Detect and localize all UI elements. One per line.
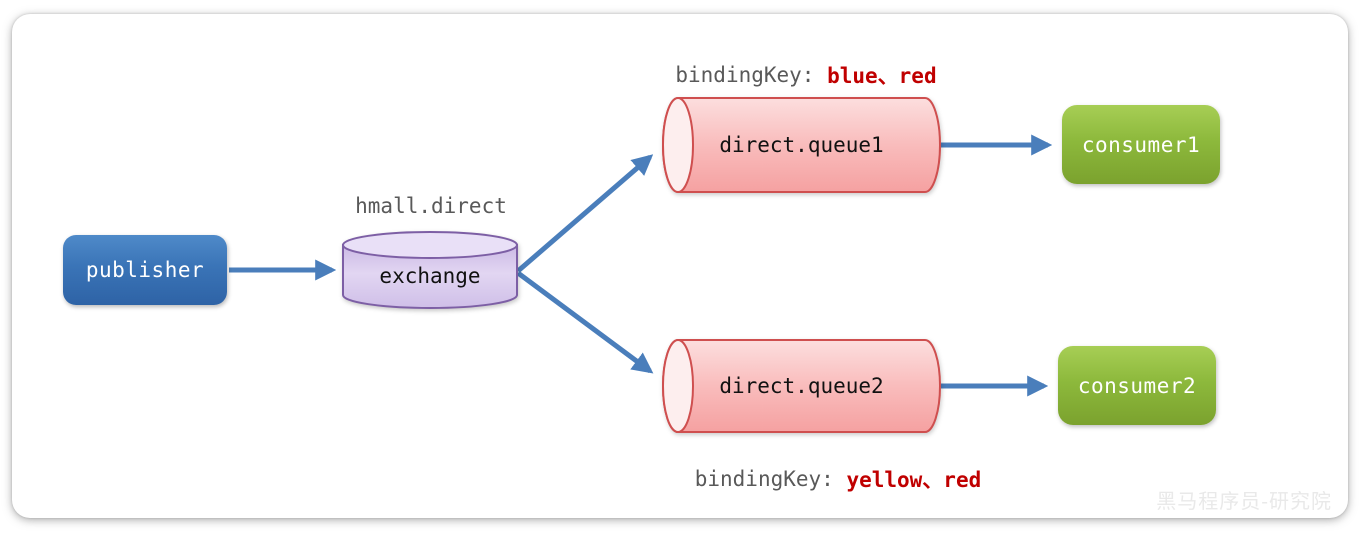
exchange-name-title: hmall.direct bbox=[355, 194, 507, 218]
consumer1-label: consumer1 bbox=[1081, 132, 1201, 157]
exchange-cylinder bbox=[342, 231, 518, 309]
publisher-node: publisher bbox=[63, 235, 227, 305]
queue1-label: direct.queue1 bbox=[719, 133, 884, 157]
consumer1-node: consumer1 bbox=[1062, 105, 1220, 184]
exchange-label: exchange bbox=[379, 264, 481, 288]
arrow-exchange-to-queue2 bbox=[516, 270, 654, 374]
queue1-cylinder-cap bbox=[662, 97, 694, 193]
binding-key-queue1: bindingKey: blue、red bbox=[601, 60, 1011, 90]
publisher-label: publisher bbox=[85, 258, 205, 282]
watermark-text: 黑马程序员-研究院 bbox=[1156, 488, 1332, 513]
binding-key-queue1-values: blue、red bbox=[827, 64, 937, 88]
binding-key-queue2-values: yellow、red bbox=[846, 468, 982, 492]
binding-key-queue1-prefix: bindingKey: bbox=[675, 63, 828, 87]
queue2-cylinder bbox=[662, 339, 941, 433]
consumer2-label: consumer2 bbox=[1077, 373, 1197, 398]
exchange-cylinder-top bbox=[342, 231, 518, 259]
queue2-label: direct.queue2 bbox=[719, 374, 884, 398]
binding-key-queue2-prefix: bindingKey: bbox=[694, 467, 847, 491]
arrow-exchange-to-queue1 bbox=[516, 154, 654, 273]
binding-key-queue2: bindingKey: yellow、red bbox=[633, 464, 1043, 494]
queue2-cylinder-cap bbox=[662, 339, 694, 433]
consumer2-node: consumer2 bbox=[1058, 346, 1216, 425]
queue1-cylinder bbox=[662, 97, 941, 193]
